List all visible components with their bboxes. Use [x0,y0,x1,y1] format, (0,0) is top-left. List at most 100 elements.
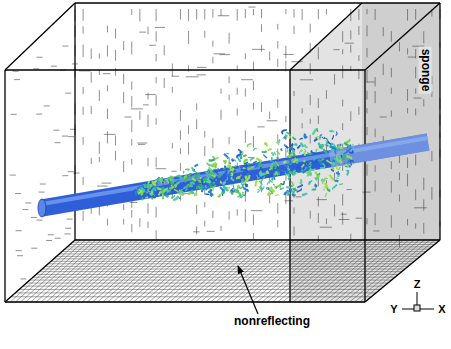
vortex-blob [330,130,335,131]
grid-tick [302,123,303,128]
grid-tick [180,9,181,20]
vortex-blob [228,163,231,164]
vortex-blob [343,150,347,154]
grid-tick [383,27,384,36]
vortex-blob [345,165,349,167]
jet-highlight [42,138,428,204]
vortex-blob [339,160,341,163]
vortex-blob [269,168,272,170]
grid-tick [143,104,149,105]
grid-tick [277,203,278,214]
vortex-blob [178,175,182,179]
grid-tick [55,142,61,143]
vortex-blob [224,186,228,190]
grid-tick [123,92,124,103]
grid-tick [229,211,230,219]
grid-tick [103,73,110,74]
grid-tick [107,108,108,119]
grid-tick [115,136,116,146]
grid-tick [207,231,215,232]
grid-tick [261,9,262,18]
floor-line [70,244,435,245]
vortex-blob [244,168,246,170]
vortex-blob [171,178,174,180]
grid-tick [380,117,387,118]
vortex-blob [305,134,308,138]
vortex-blob [281,149,283,151]
grid-tick [245,88,246,96]
grid-tick [277,24,278,30]
grid-tick [33,68,39,69]
vortex-blob [303,168,309,173]
floor-line [51,261,414,262]
grid-tick [415,155,416,166]
vortex-blob [332,162,335,164]
vortex-blob [160,179,162,181]
grid-tick [399,172,400,180]
box-edge [5,301,365,302]
grid-tick [277,220,278,227]
vortex-blob [188,173,190,176]
vortex-blob [315,184,317,187]
vortex-blob [210,169,211,173]
grid-tick [68,171,74,172]
grid-tick [318,197,319,207]
vortex-blob [211,165,216,168]
grid-tick [16,230,22,231]
vortex-blob [242,192,245,195]
vortex-blob [248,166,254,169]
vortex-blob [299,182,301,183]
vortex-blob [186,184,190,188]
vortex-blob [221,181,223,183]
vortex-blob [335,180,338,183]
vortex-blob [307,152,311,154]
vortex-blob [283,170,285,173]
vortex-blob [288,136,291,139]
grid-tick [83,137,84,145]
vortex-blob [325,164,328,165]
vortex-blob [323,188,324,190]
box-edge [290,3,362,70]
vortex-blob [212,183,215,185]
grid-tick [138,144,145,145]
vortex-blob [228,187,230,189]
grid-tick [197,67,206,68]
vortex-blob [336,165,337,169]
grid-tick [245,9,246,18]
vortex-blob [318,172,320,175]
vortex-blob [309,182,310,185]
vortex-blob [349,150,353,152]
vortex-blob [321,179,323,181]
vortex-blob [332,135,333,139]
vortex-blob [175,185,177,187]
grid-tick [285,116,286,122]
vortex-blob [266,171,269,173]
vortex-blob [303,161,306,163]
vortex-blob [347,157,352,159]
grid-tick [253,62,254,71]
vortex-blob [325,193,327,197]
grid-tick [62,46,68,47]
vortex-blob [326,144,328,146]
grid-tick [294,207,295,213]
grid-tick [107,85,108,91]
grid-tick [197,74,206,75]
grid-tick [148,115,149,127]
vortex-blob [179,190,180,194]
vortex-blob [148,185,152,190]
vortex-blob [322,180,325,184]
vortex-blob [270,166,272,167]
grid-tick [391,31,392,42]
vortex-blob [192,167,195,171]
vortex-blob [133,190,137,194]
grid-tick [310,24,311,33]
grid-tick [16,250,22,251]
vortex-blob [268,149,271,150]
vortex-blob [239,155,242,156]
grid-tick [204,202,205,207]
grid-tick [251,210,262,211]
vortex-blob [207,163,210,166]
vortex-blob [239,167,241,170]
grid-tick [131,9,132,15]
